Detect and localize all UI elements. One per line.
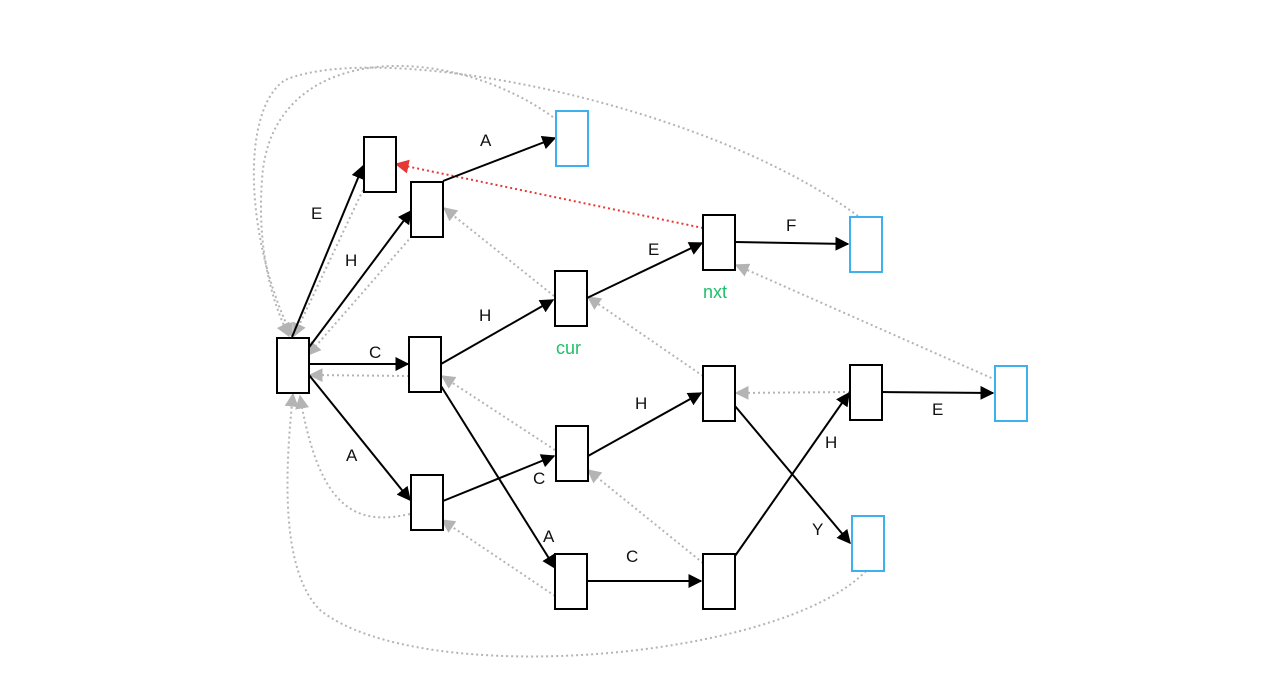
edge-labels: E H C A A H C A E F H C H Y E xyxy=(311,131,943,566)
edge-c-h xyxy=(440,299,555,365)
edge-label-c-a: A xyxy=(543,527,555,546)
edge-root-a xyxy=(308,374,411,502)
node-a xyxy=(410,474,444,531)
edge-label-ach-y: Y xyxy=(812,520,823,539)
edge-label-a-c: C xyxy=(533,469,545,488)
edge-cach-e xyxy=(881,385,995,400)
fail-link-chef-leaf-to-root xyxy=(252,66,859,338)
node-ch-cur xyxy=(554,270,588,327)
edge-label-cac-h: H xyxy=(825,433,837,452)
node-ach xyxy=(702,365,736,422)
trie-nodes xyxy=(276,110,1028,610)
edge-label-cach-e: E xyxy=(932,400,943,419)
fail-link-cache-leaf-to-che xyxy=(734,263,997,381)
edge-label-ch-e: E xyxy=(648,240,659,259)
fail-link-cha-leaf-to-root xyxy=(260,65,558,338)
edge-che-f xyxy=(734,236,850,251)
edge-ch-e xyxy=(586,242,704,299)
fail-link-h-to-root xyxy=(307,235,413,357)
fail-link-c-to-root xyxy=(308,368,410,383)
node-che-nxt xyxy=(702,214,736,271)
leaf-node-chef xyxy=(849,216,883,273)
edge-label-che-f: F xyxy=(786,216,796,235)
fail-link-ach-to-ch xyxy=(586,296,704,377)
edge-h-a xyxy=(442,135,557,182)
edge-a-c xyxy=(442,454,556,502)
edge-label-root-e: E xyxy=(311,204,322,223)
node-root xyxy=(276,337,310,394)
fail-link-cac-to-ac xyxy=(586,469,704,564)
leaf-node-achy xyxy=(851,515,885,572)
marker-nxt: nxt xyxy=(703,282,727,302)
edge-c-a xyxy=(440,385,556,570)
edge-label-root-a: A xyxy=(346,446,358,465)
edge-label-h-a: A xyxy=(480,131,492,150)
edge-root-h xyxy=(306,209,412,351)
edge-label-ac-h: H xyxy=(635,394,647,413)
marker-cur: cur xyxy=(556,338,581,358)
edge-cac-h xyxy=(734,391,850,557)
leaf-node-ha xyxy=(555,110,589,167)
node-ca xyxy=(554,553,588,610)
edge-label-root-c: C xyxy=(369,343,381,362)
edge-ac-h xyxy=(587,392,703,457)
node-c xyxy=(408,336,442,393)
node-h xyxy=(410,181,444,238)
fail-link-ch-to-h xyxy=(442,207,555,297)
node-e xyxy=(363,136,397,193)
leaf-node-cache xyxy=(994,365,1028,422)
edge-label-root-h: H xyxy=(345,251,357,270)
edge-root-e xyxy=(291,164,365,338)
trie-edges xyxy=(291,135,995,588)
fail-link-e-to-root xyxy=(293,189,364,338)
fail-link-achy-leaf-to-root xyxy=(284,392,867,658)
node-ac xyxy=(555,425,589,482)
failure-links xyxy=(252,65,997,658)
node-cac xyxy=(702,553,736,610)
fail-link-ca-to-a xyxy=(440,519,556,597)
node-cach xyxy=(849,364,883,421)
edge-label-c-h: H xyxy=(479,306,491,325)
edge-label-ca-c: C xyxy=(626,547,638,566)
fail-link-cach-to-ach xyxy=(734,385,851,400)
fail-link-nxt-to-e xyxy=(394,159,704,229)
